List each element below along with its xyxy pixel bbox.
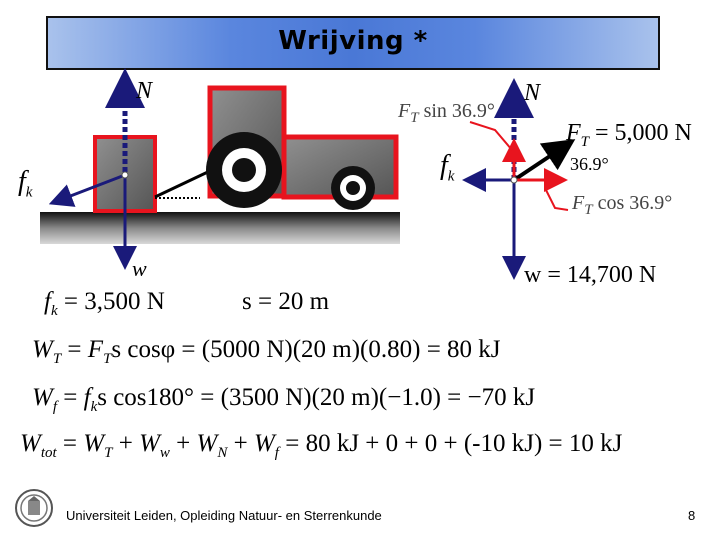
right-normal-label: N [524,80,541,106]
page-number: 8 [688,508,696,523]
tow-rope [154,168,213,199]
weight-value-label: w = 14,700 N [524,262,657,288]
s-equation: s = 20 m [242,288,330,315]
ground [40,212,400,244]
left-weight-label: w [132,256,147,281]
wf-equation: Wf = fks cos180° = (3500 N)(20 m)(−1.0) … [32,384,536,415]
left-friction-label: fk [18,166,33,201]
ft-sin-label: FT sin 36.9° [398,100,495,126]
fk-equation: fk = 3,500 N [44,288,165,319]
footer-text: Universiteit Leiden, Opleiding Natuur- e… [66,508,382,523]
angle-label: 36.9° [570,154,609,174]
ft-cos-leader [544,187,569,211]
university-seal-icon [15,489,53,527]
page-title: Wrijving * [278,26,428,56]
left-friction-arrow [48,173,126,207]
title-bar: Wrijving * [46,16,660,70]
ft-value-label: FT = 5,000 N [566,120,692,150]
ft-arrow [512,139,576,182]
left-normal-label: N [136,78,153,104]
ft-cos-label: FT cos 36.9° [572,192,673,218]
wt-equation: WT = FTs cosφ = (5000 N)(20 m)(0.80) = 8… [32,336,501,367]
right-friction-label: fk [440,150,455,185]
ft-sin-leader [469,121,513,151]
wtot-equation: Wtot = WT + Ww + WN + Wf = 80 kJ + 0 + 0… [20,430,623,461]
